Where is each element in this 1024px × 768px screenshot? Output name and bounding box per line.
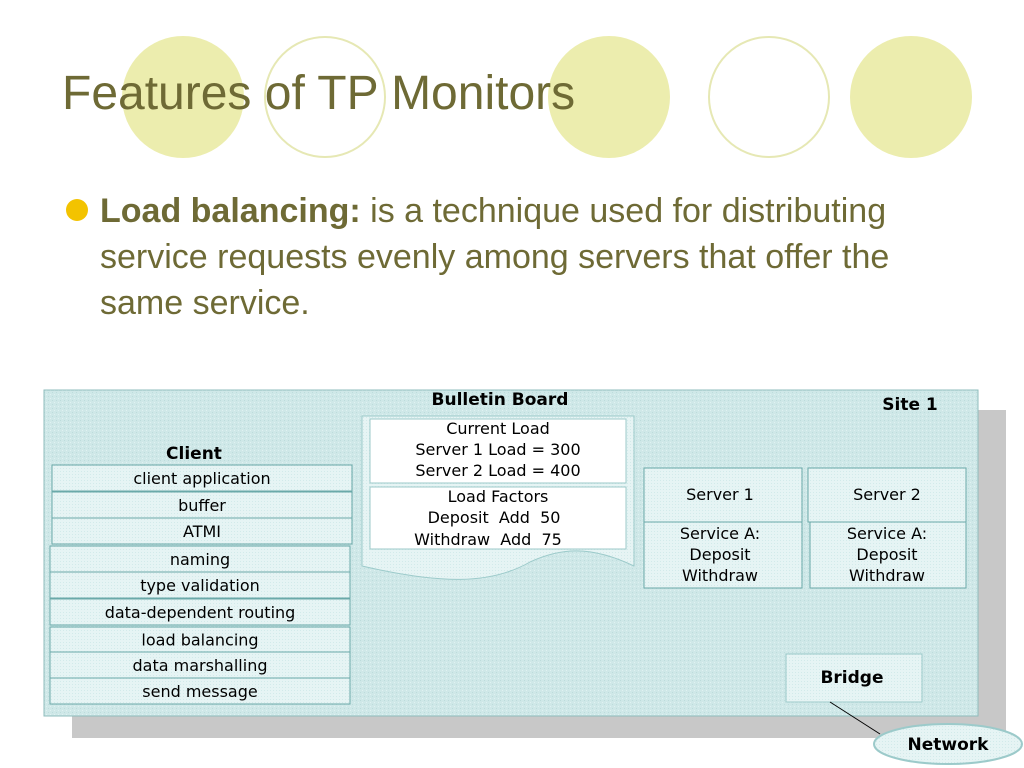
client-layer-label: send message (142, 682, 257, 701)
server-1-load: Server 1 Load = 300 (415, 440, 580, 459)
decorative-circle-1 (122, 36, 244, 158)
site-label: Site 1 (882, 395, 937, 415)
server-1-deposit: Deposit (689, 545, 750, 564)
client-layer-label: naming (170, 550, 230, 569)
client-layer-label: client application (133, 469, 270, 488)
client-layer-label: data-dependent routing (105, 603, 296, 622)
client-layer-label: type validation (140, 576, 260, 595)
network-ellipse (873, 723, 1023, 765)
bullet-point: Load balancing: is a technique used for … (100, 188, 900, 326)
server-2-load: Server 2 Load = 400 (415, 461, 580, 480)
server-2-service-box (809, 521, 967, 589)
server-1: Server 1 Service A: Deposit Withdraw (643, 467, 803, 589)
withdraw-factor: Withdraw Add 75 (414, 530, 562, 549)
decorative-circle-2 (264, 36, 386, 158)
client-layer-label: data marshalling (132, 656, 267, 675)
bridge-label: Bridge (820, 668, 883, 688)
server-1-label: Server 1 (686, 485, 754, 504)
server-2-withdraw: Withdraw (849, 566, 925, 585)
client-layer-box (49, 545, 351, 573)
current-load-title: Current Load (446, 419, 550, 438)
client-layer-box (51, 464, 353, 492)
decorative-circle-3 (548, 36, 670, 158)
client-layer-box (49, 626, 351, 653)
server-2-deposit: Deposit (856, 545, 917, 564)
server-1-withdraw: Withdraw (682, 566, 758, 585)
current-load-box (369, 418, 627, 484)
client-layer-box (51, 491, 353, 519)
client-layer-label: buffer (178, 496, 226, 515)
decorative-circle-4 (708, 36, 830, 158)
server-2-header (807, 467, 967, 523)
client-layer-label: load balancing (141, 631, 258, 650)
client-layer-box (49, 571, 351, 599)
client-layer-box (49, 677, 351, 705)
server-1-service-title: Service A: (680, 524, 760, 543)
slide-title: Features of TP Monitors (62, 67, 576, 120)
decorative-circle-5 (850, 36, 972, 158)
bullet-dot-icon (66, 199, 88, 221)
server-1-service-box (643, 521, 803, 589)
bulletin-board-heading: Bulletin Board (432, 390, 569, 410)
client-layer-box (51, 517, 353, 545)
load-factors-title: Load Factors (448, 487, 549, 506)
bridge-network-connector (829, 701, 881, 735)
server-2-service-title: Service A: (847, 524, 927, 543)
server-2-label: Server 2 (853, 485, 921, 504)
bridge-box (785, 653, 923, 703)
server-2: Server 2 Service A: Deposit Withdraw (807, 467, 967, 589)
load-factors-box (369, 486, 627, 550)
client-heading: Client (166, 444, 222, 464)
client-layer-box (49, 598, 351, 626)
network-label: Network (908, 735, 990, 755)
client-layer-label: ATMI (183, 522, 221, 541)
bullet-term: Load balancing: (100, 192, 361, 230)
bullet-description: is a technique used for distributing ser… (100, 192, 890, 322)
deposit-factor: Deposit Add 50 (428, 508, 561, 527)
server-1-header (643, 467, 803, 523)
